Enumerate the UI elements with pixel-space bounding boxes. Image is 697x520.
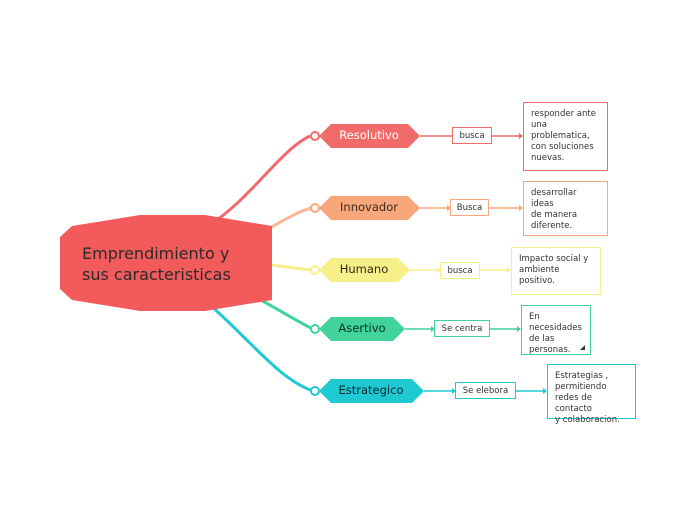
node-asertivo-label[interactable]: Asertivo: [338, 321, 386, 335]
node-resolutivo-shape[interactable]: [319, 124, 420, 148]
node-resolutivo-label[interactable]: Resolutivo: [339, 128, 399, 142]
connector-estrategico: [209, 303, 314, 393]
node-asertivo-shape[interactable]: [319, 317, 405, 341]
arrow-estrategico-seelebora: [452, 388, 456, 394]
connector-asertivo: [254, 295, 314, 331]
link-estrategico-seelebora[interactable]: Se elebora: [455, 382, 516, 399]
note-humano[interactable]: Impacto social y ambiente positivo.: [511, 247, 601, 295]
dot-innovador[interactable]: [310, 203, 320, 213]
arrow-busca-note-1: [519, 133, 523, 139]
arrow-asertivo-secentra: [431, 326, 435, 332]
connector-resolutivo: [207, 134, 311, 228]
dot-asertivo[interactable]: [310, 324, 320, 334]
resize-handle-icon[interactable]: [580, 345, 585, 350]
connector-humano: [271, 263, 314, 272]
note-estrategico[interactable]: Estrategias , permitiendo redes de conta…: [547, 364, 636, 425]
arrow-busca-note-2: [519, 205, 523, 211]
node-innovador-label[interactable]: Innovador: [340, 200, 398, 214]
node-innovador-shape[interactable]: [319, 196, 420, 220]
node-humano-shape[interactable]: [319, 258, 410, 282]
node-humano-label[interactable]: Humano: [339, 262, 389, 276]
note-resolutivo[interactable]: responder ante una problematica, con sol…: [523, 102, 608, 171]
link-innovador-busca[interactable]: Busca: [450, 199, 489, 216]
arrow-secentra-note: [517, 326, 521, 332]
note-innovador[interactable]: desarrollar ideas de manera diferente.: [523, 181, 608, 236]
link-humano-busca[interactable]: busca: [440, 262, 480, 279]
arrow-innovador-busca: [447, 205, 451, 211]
arrow-seelebora-note: [543, 388, 547, 394]
link-resolutivo-busca[interactable]: busca: [452, 127, 492, 144]
arrow-busca-note-3: [507, 267, 511, 273]
note-asertivo[interactable]: En necesidades de las personas.: [521, 305, 591, 355]
central-topic-text[interactable]: Emprendimiento y sus caracteristicas: [82, 244, 231, 284]
dot-estrategico[interactable]: [310, 386, 320, 396]
node-estrategico-label[interactable]: Estrategico: [338, 383, 404, 397]
dot-humano[interactable]: [310, 265, 320, 275]
arrow-humano-busca: [437, 267, 441, 273]
dot-resolutivo[interactable]: [310, 131, 320, 141]
link-asertivo-secentra[interactable]: Se centra: [434, 320, 490, 337]
central-topic-shape[interactable]: [60, 215, 272, 311]
node-estrategico-shape[interactable]: [319, 379, 424, 403]
